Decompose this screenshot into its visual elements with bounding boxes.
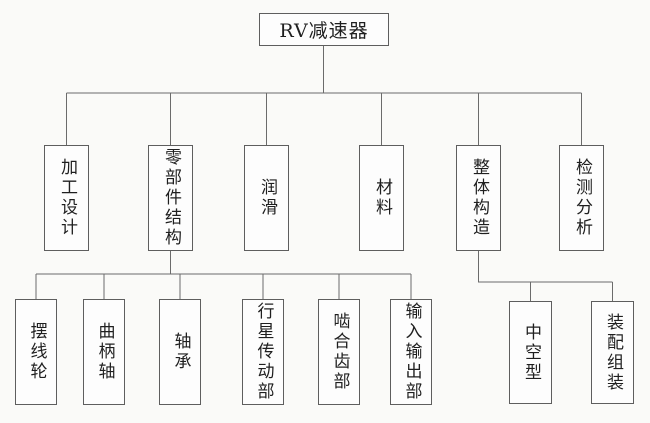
node-inspection-analysis: 检测分析 bbox=[559, 145, 604, 251]
node-assembly-label: 装配组装 bbox=[603, 312, 623, 393]
node-planetary-drive-label: 行星传动部 bbox=[253, 302, 274, 402]
node-meshing-teeth-label: 啮合齿部 bbox=[329, 312, 350, 392]
node-cycloid-wheel-label: 摆线轮 bbox=[26, 322, 47, 382]
node-machining-design: 加工设计 bbox=[44, 145, 89, 251]
node-rv-reducer-label: RV减速器 bbox=[279, 20, 369, 42]
node-input-output: 输入输出部 bbox=[390, 299, 432, 405]
node-crankshaft: 曲柄轴 bbox=[83, 299, 125, 405]
node-hollow-type-label: 中空型 bbox=[521, 322, 541, 383]
node-lubrication-label: 润滑 bbox=[257, 178, 277, 218]
node-bearing-label: 轴承 bbox=[170, 332, 191, 372]
node-meshing-teeth: 啮合齿部 bbox=[318, 299, 360, 405]
node-input-output-label: 输入输出部 bbox=[401, 302, 422, 402]
node-overall-structure: 整体构造 bbox=[456, 145, 501, 251]
node-material-label: 材料 bbox=[372, 178, 392, 218]
node-assembly: 装配组装 bbox=[591, 301, 634, 404]
node-parts-structure: 零部件结构 bbox=[148, 145, 193, 251]
node-parts-structure-label: 零部件结构 bbox=[161, 148, 181, 248]
node-machining-design-label: 加工设计 bbox=[57, 158, 77, 238]
node-crankshaft-label: 曲柄轴 bbox=[94, 322, 115, 382]
node-lubrication: 润滑 bbox=[244, 145, 289, 251]
node-hollow-type: 中空型 bbox=[509, 301, 552, 404]
node-planetary-drive: 行星传动部 bbox=[242, 299, 284, 405]
node-inspection-analysis-label: 检测分析 bbox=[572, 158, 592, 238]
node-bearing: 轴承 bbox=[159, 299, 201, 405]
node-material: 材料 bbox=[359, 145, 404, 251]
node-overall-structure-label: 整体构造 bbox=[469, 158, 489, 238]
node-cycloid-wheel: 摆线轮 bbox=[15, 299, 57, 405]
connector-overall-drop bbox=[477, 251, 613, 283]
node-rv-reducer: RV减速器 bbox=[259, 13, 389, 46]
